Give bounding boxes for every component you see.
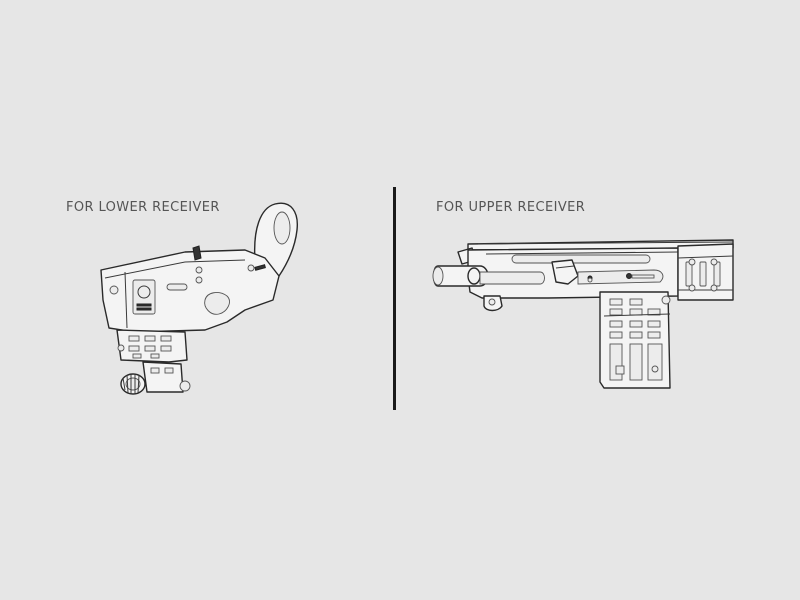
lower-receiver-illustration — [100, 202, 298, 395]
upper-receiver-label: FOR UPPER RECEIVER — [436, 200, 586, 215]
panel-divider — [393, 187, 396, 410]
upper-receiver-illustration — [432, 239, 734, 389]
lower-receiver-label: FOR LOWER RECEIVER — [66, 200, 220, 215]
